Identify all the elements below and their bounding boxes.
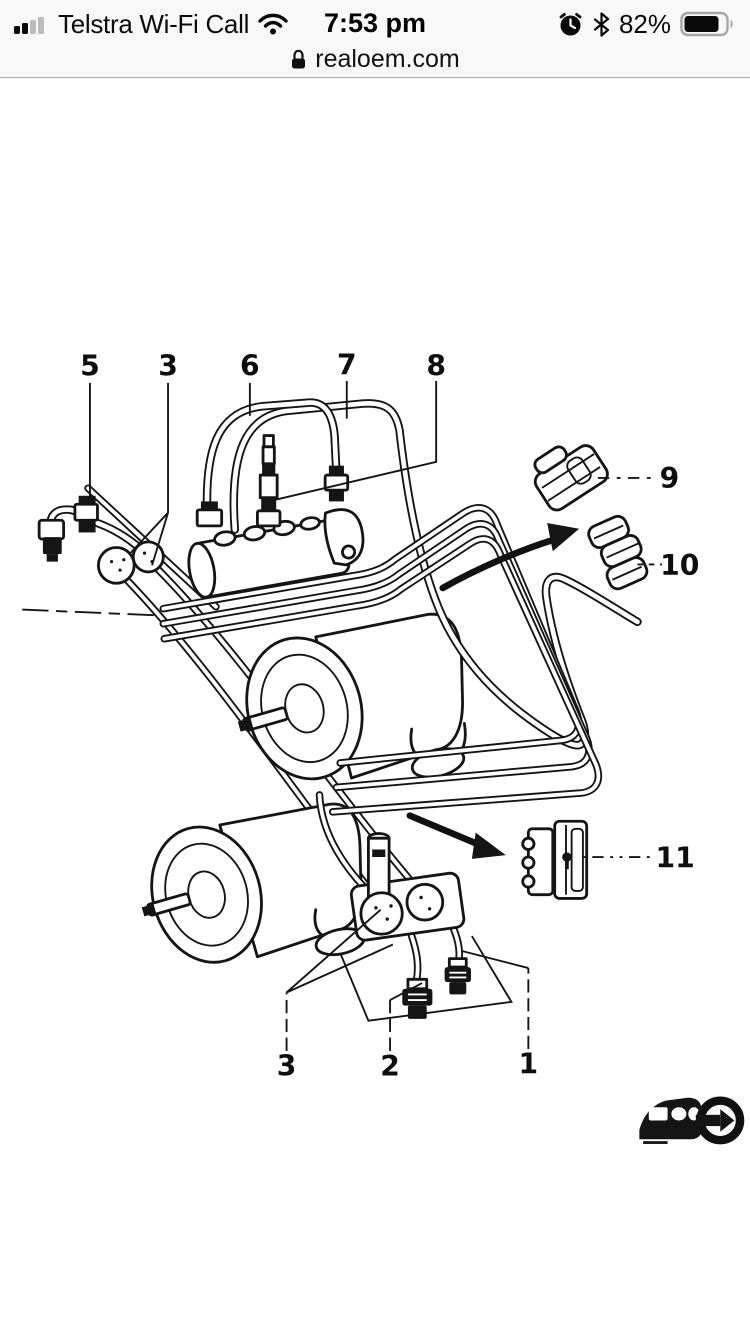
- status-left-group: Telstra Wi-Fi Call: [14, 9, 289, 40]
- upper-booster: [237, 612, 467, 781]
- callout-6[interactable]: 6: [240, 349, 260, 382]
- status-bar: Telstra Wi-Fi Call 7:53 pm 82%: [0, 0, 750, 42]
- distribution-block: [339, 832, 513, 1022]
- realoem-car-logo: [639, 1096, 745, 1145]
- callout-7[interactable]: 7: [337, 348, 357, 381]
- callout-10[interactable]: 10: [660, 549, 699, 582]
- lock-icon: [292, 49, 306, 69]
- carrier-label: Telstra Wi-Fi Call: [58, 8, 250, 39]
- callout-1[interactable]: 1: [519, 1047, 539, 1080]
- callout-11[interactable]: 11: [655, 841, 694, 874]
- callout-5[interactable]: 5: [80, 349, 100, 382]
- fitting-port-1: [195, 501, 224, 528]
- status-right-group: 82%: [557, 9, 736, 40]
- pipe-clip-item11: [521, 819, 589, 900]
- hose-fitting-item2: [402, 977, 433, 1019]
- address-bar[interactable]: realoem.com: [0, 42, 750, 77]
- signal-bars-icon: [14, 17, 44, 34]
- battery-percent-label: 82%: [618, 8, 671, 39]
- url-domain: realoem.com: [315, 45, 460, 73]
- callout-3-top[interactable]: 3: [158, 349, 178, 382]
- callout-2[interactable]: 2: [380, 1050, 400, 1083]
- callout-3-bottom[interactable]: 3: [277, 1049, 297, 1082]
- left-hose-cluster: [37, 495, 99, 562]
- hose-fitting-item1: [444, 957, 471, 995]
- bluetooth-icon: [593, 11, 610, 37]
- callouts: 5 3 6 7 8 9 10 11 3 2 1: [80, 348, 699, 1083]
- valve-stack-item7: [255, 434, 282, 528]
- pointer-arrow-to-clip11: [406, 812, 506, 859]
- pipe-clip-item10: [587, 514, 649, 591]
- browser-chrome: Telstra Wi-Fi Call 7:53 pm 82%: [0, 0, 750, 78]
- pipe-clip-item9: [533, 444, 609, 512]
- battery-icon: [680, 11, 733, 37]
- lower-booster: [141, 802, 367, 964]
- wifi-icon: [258, 13, 288, 35]
- parts-diagram-image: 5 3 6 7 8 9 10 11 3 2 1: [22, 348, 745, 1145]
- alarm-clock-icon: [559, 12, 582, 35]
- callout-8[interactable]: 8: [426, 349, 446, 382]
- pointer-arrow-to-clips: [439, 523, 580, 592]
- callout-leader-lines: [22, 380, 662, 1051]
- upper-junction-blocks: [96, 540, 165, 585]
- callout-9[interactable]: 9: [660, 462, 680, 495]
- master-cylinder: [187, 434, 365, 599]
